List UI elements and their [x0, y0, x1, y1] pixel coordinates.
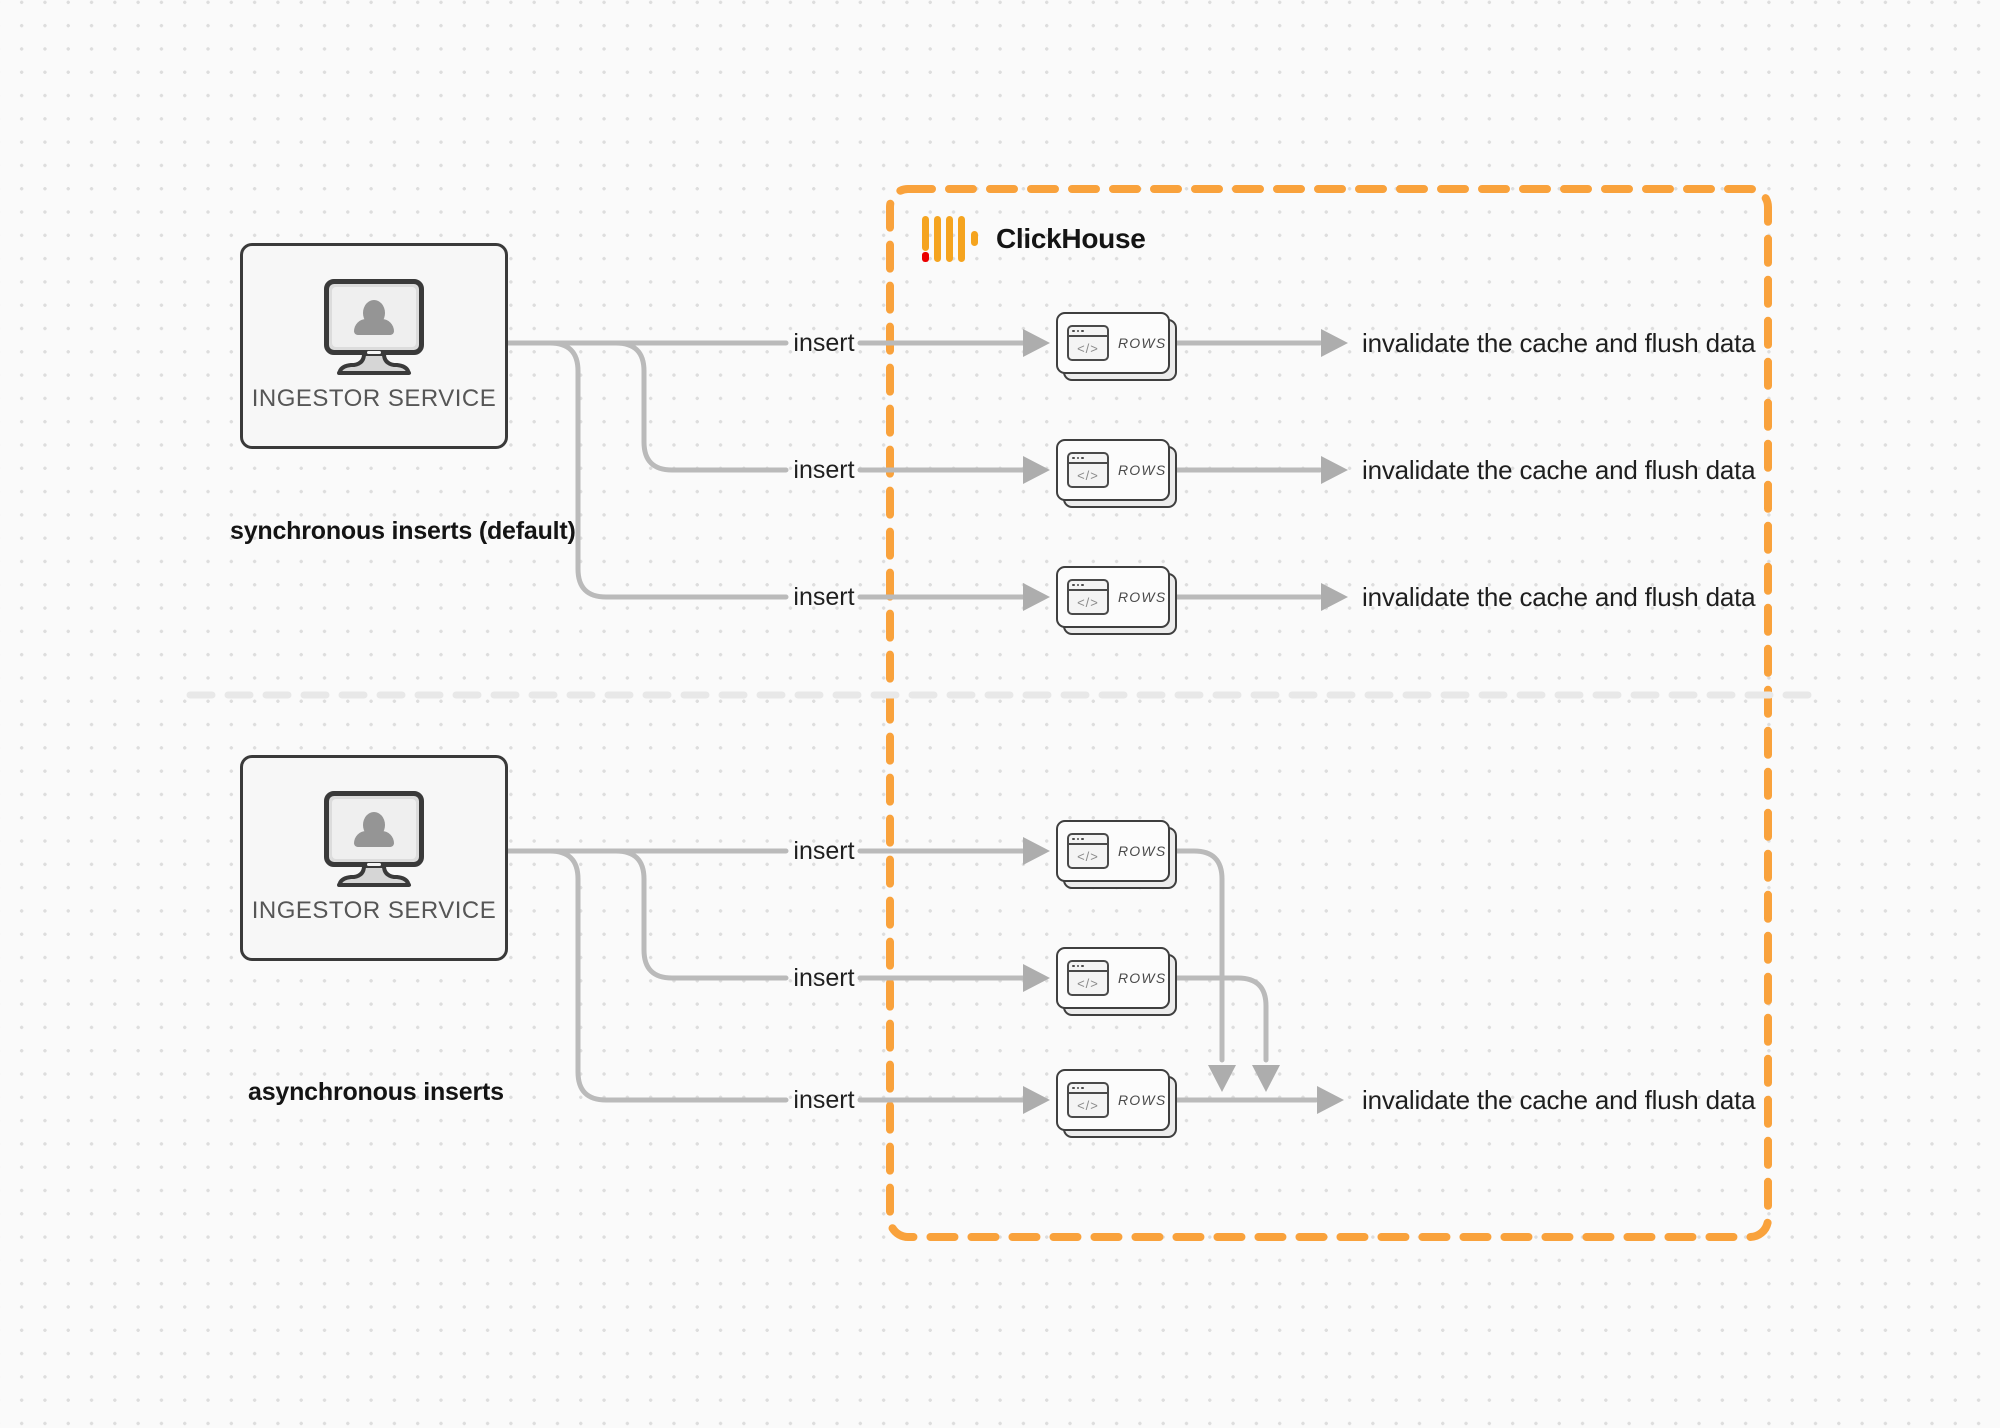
rows-card: </> ROWS: [1056, 566, 1177, 635]
rows-label: ROWS: [1118, 335, 1167, 351]
rows-card: </> ROWS: [1056, 1069, 1177, 1138]
rows-card: </> ROWS: [1056, 947, 1177, 1016]
rows-label: ROWS: [1118, 970, 1167, 986]
logo-bar: [934, 216, 941, 262]
monitor-screen-inner: [332, 287, 416, 347]
ingestor-service-label: INGESTOR SERVICE: [251, 385, 497, 412]
invalidate-cache-label: invalidate the cache and flush data: [1362, 455, 1756, 485]
insert-label: insert: [793, 329, 855, 357]
logo-bar: [971, 231, 978, 246]
ingestor-service-label: INGESTOR SERVICE: [251, 897, 497, 924]
code-window-icon: </>: [1067, 960, 1109, 996]
logo-red-accent: [922, 252, 929, 262]
monitor-stand: [337, 865, 411, 887]
ingestor-service-node-async: INGESTOR SERVICE: [240, 755, 508, 961]
rows-card-front: </> ROWS: [1056, 566, 1170, 628]
code-window-icon: </>: [1067, 833, 1109, 869]
rows-label: ROWS: [1118, 843, 1167, 859]
code-glyph: </>: [1077, 340, 1099, 356]
rows-card: </> ROWS: [1056, 820, 1177, 889]
monitor-user-icon: [324, 791, 424, 887]
code-window-icon: </>: [1067, 452, 1109, 488]
async-section-label: asynchronous inserts: [248, 1078, 504, 1106]
code-glyph: </>: [1077, 848, 1099, 864]
monitor-user-icon: [324, 279, 424, 375]
logo-bar: [922, 216, 929, 251]
sync-section-label: synchronous inserts (default): [230, 517, 576, 545]
code-glyph: </>: [1077, 1097, 1099, 1113]
rows-card: </> ROWS: [1056, 439, 1177, 508]
invalidate-cache-label: invalidate the cache and flush data: [1362, 1085, 1756, 1115]
clickhouse-title: ClickHouse: [996, 223, 1146, 254]
rows-label: ROWS: [1118, 462, 1167, 478]
rows-card-front: </> ROWS: [1056, 947, 1170, 1009]
code-window-icon: </>: [1067, 1082, 1109, 1118]
insert-label: insert: [793, 1086, 855, 1114]
flow-lines: [505, 340, 1323, 1103]
ingestor-service-node-sync: INGESTOR SERVICE: [240, 243, 508, 449]
rows-card-front: </> ROWS: [1056, 439, 1170, 501]
monitor-screen: [324, 791, 424, 867]
code-glyph: </>: [1077, 975, 1099, 991]
clickhouse-header: ClickHouse: [922, 216, 1146, 262]
code-glyph: </>: [1077, 467, 1099, 483]
monitor-notch: [367, 863, 381, 866]
clickhouse-logo-icon: [922, 216, 978, 262]
rows-card-front: </> ROWS: [1056, 1069, 1170, 1131]
avatar-shoulders: [354, 318, 394, 335]
rows-label: ROWS: [1118, 589, 1167, 605]
rows-card-front: </> ROWS: [1056, 820, 1170, 882]
logo-bar: [946, 216, 953, 262]
logo-bar: [958, 216, 965, 262]
insert-label: insert: [793, 583, 855, 611]
monitor-screen-inner: [332, 799, 416, 859]
invalidate-cache-label: invalidate the cache and flush data: [1362, 582, 1756, 612]
invalidate-cache-label: invalidate the cache and flush data: [1362, 328, 1756, 358]
code-window-icon: </>: [1067, 579, 1109, 615]
insert-label: insert: [793, 964, 855, 992]
insert-label: insert: [793, 456, 855, 484]
clickhouse-dashed-border: [886, 185, 1772, 1241]
code-window-icon: </>: [1067, 325, 1109, 361]
monitor-notch: [367, 351, 381, 354]
rows-card-front: </> ROWS: [1056, 312, 1170, 374]
arrowheads: [1023, 329, 1348, 1114]
monitor-screen: [324, 279, 424, 355]
monitor-stand: [337, 353, 411, 375]
rows-label: ROWS: [1118, 1092, 1167, 1108]
avatar-shoulders: [354, 830, 394, 847]
rows-card: </> ROWS: [1056, 312, 1177, 381]
code-glyph: </>: [1077, 594, 1099, 610]
insert-label: insert: [793, 837, 855, 865]
